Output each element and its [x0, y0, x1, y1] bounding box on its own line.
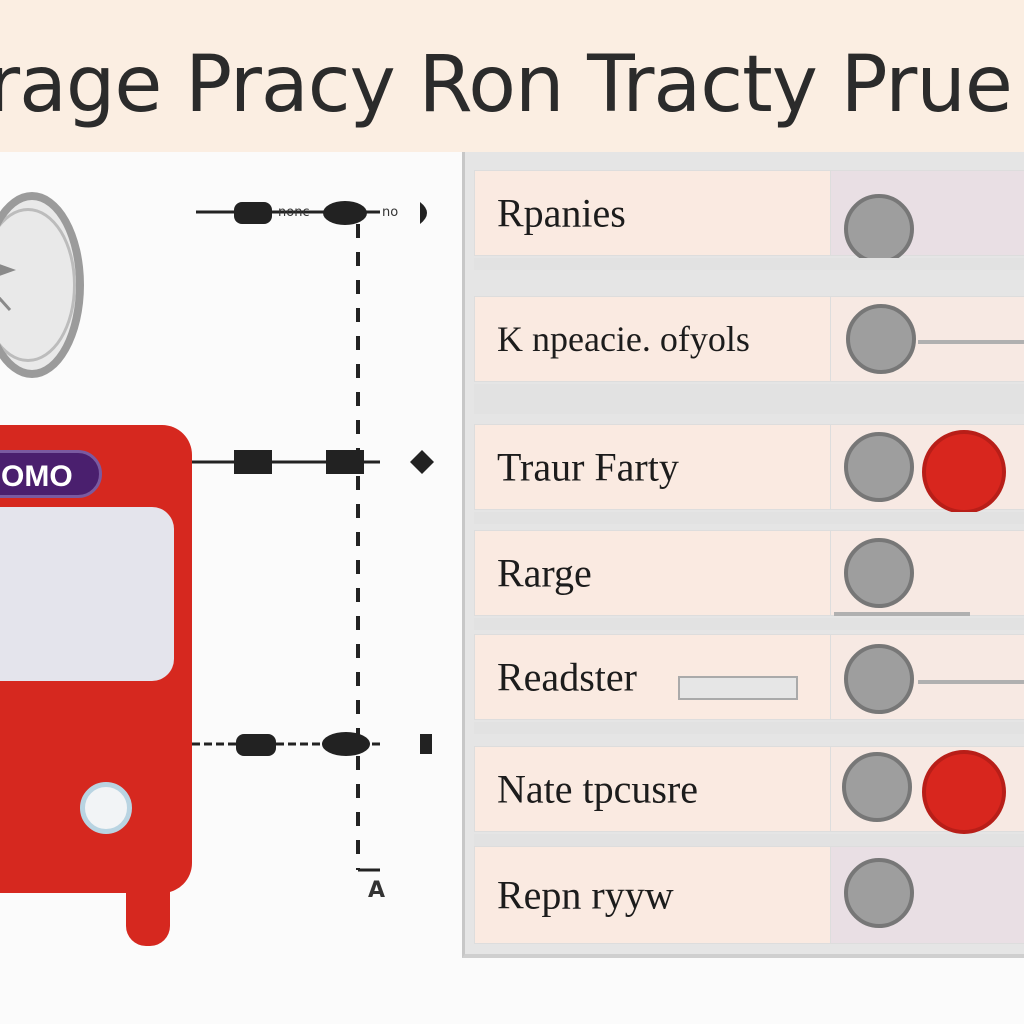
toggle-knob[interactable]	[844, 432, 914, 502]
toggle-knob[interactable]	[844, 644, 914, 714]
settings-row: Nate tpcusre	[474, 746, 1024, 846]
row-label: Rarge	[497, 550, 592, 596]
row-label-cell: Nate tpcusre	[474, 746, 834, 832]
toggle-knob[interactable]	[846, 304, 916, 374]
connector-label: no	[382, 205, 399, 220]
slider-track[interactable]	[918, 340, 1024, 344]
row-divider	[474, 258, 1024, 270]
bus-leg	[126, 880, 170, 946]
row-label-cell: Rarge	[474, 530, 834, 616]
page-title: rage Pracy Ron Tracty Prue	[0, 40, 1013, 130]
row-label: Readster	[497, 654, 637, 700]
row-divider	[474, 722, 1024, 734]
connector-node	[420, 734, 432, 754]
bus-badge: OMO	[0, 450, 102, 498]
row-label-cell: Readster	[474, 634, 834, 720]
text-slider[interactable]	[678, 676, 798, 700]
arrowhead-icon	[420, 202, 427, 224]
row-label: K npeacie. ofyols	[497, 319, 750, 359]
row-label-cell: Repn ryyw	[474, 846, 834, 944]
slider-track[interactable]	[834, 612, 970, 616]
toggle-knob[interactable]	[842, 752, 912, 822]
row-divider	[474, 512, 1024, 524]
row-label: Nate tpcusre	[497, 766, 699, 812]
compass-icon	[0, 192, 84, 378]
arrow-label: A	[368, 878, 386, 903]
connector-node	[234, 450, 272, 474]
row-label: Traur Farty	[497, 444, 679, 490]
slider-track[interactable]	[918, 680, 1024, 684]
settings-row: Readster	[474, 634, 1024, 734]
compass-needle-icon	[0, 264, 16, 312]
connector-node	[234, 202, 272, 224]
settings-row: Rarge	[474, 530, 1024, 630]
row-label-cell: K npeacie. ofyols	[474, 296, 834, 382]
row-divider	[474, 384, 1024, 414]
toggle-knob[interactable]	[844, 858, 914, 928]
connector-node	[322, 732, 370, 756]
active-indicator[interactable]	[922, 430, 1006, 514]
settings-row: Traur Farty	[474, 424, 1024, 524]
toggle-knob[interactable]	[844, 194, 914, 264]
row-divider	[474, 618, 1024, 630]
connector-node	[236, 734, 276, 756]
header-bar: rage Pracy Ron Tracty Prue	[0, 0, 1024, 152]
toggle-knob[interactable]	[844, 538, 914, 608]
flow-diagram: nonc no A	[0, 0, 460, 1024]
settings-row: Repn ryyw	[474, 846, 1024, 944]
bus-headlight	[80, 782, 132, 834]
connector-label: nonc	[278, 205, 310, 220]
settings-row: K npeacie. ofyols	[474, 296, 1024, 414]
settings-row: Rpanies	[474, 170, 1024, 270]
row-label: Rpanies	[497, 190, 626, 236]
row-label-cell: Traur Farty	[474, 424, 834, 510]
diamond-icon	[410, 450, 434, 474]
row-label-cell: Rpanies	[474, 170, 834, 256]
row-divider	[474, 834, 1024, 846]
bus-window	[0, 507, 174, 681]
row-label: Repn ryyw	[497, 872, 674, 918]
connector-node	[323, 201, 367, 225]
active-indicator[interactable]	[922, 750, 1006, 834]
